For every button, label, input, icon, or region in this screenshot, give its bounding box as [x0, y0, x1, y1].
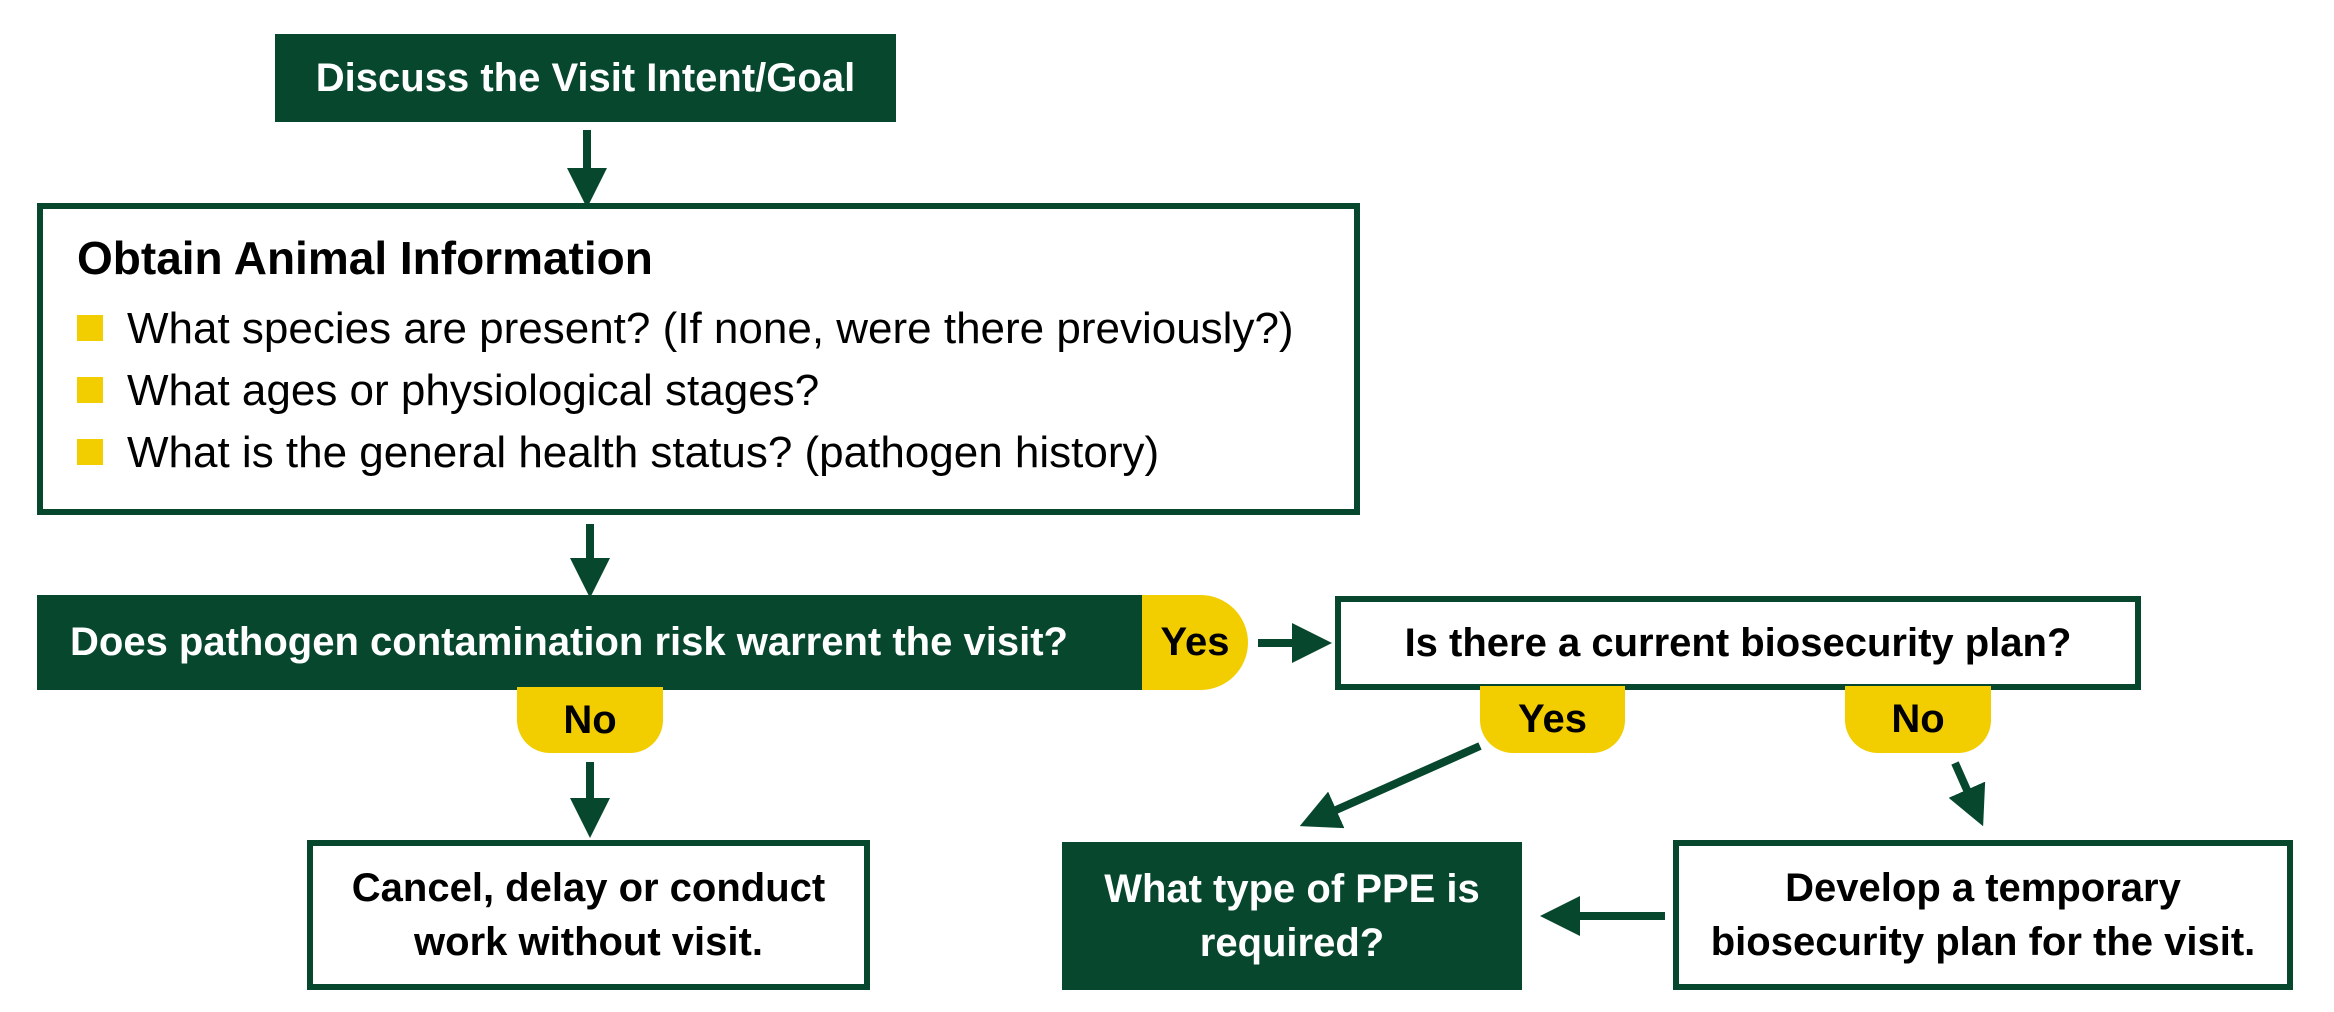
info-item-ages: What ages or physiological stages?	[127, 366, 820, 415]
risk-no-label: No	[517, 687, 663, 753]
info-item-health: What is the general health status? (path…	[127, 428, 1160, 477]
animal-information-box: Obtain Animal Information What species a…	[37, 203, 1360, 515]
risk-yes-text: Yes	[1160, 620, 1230, 664]
temporary-plan-line1: Develop a temporary	[1785, 866, 2181, 910]
risk-question-text: Does pathogen contamination risk warrent…	[70, 620, 1068, 664]
risk-no-text: No	[563, 697, 617, 742]
arrow-plan-yes-to-ppe	[1299, 742, 1482, 829]
ppe-required-line1: What type of PPE is	[1104, 867, 1480, 911]
temporary-plan-box: Develop a temporary biosecurity plan for…	[1673, 840, 2293, 990]
plan-no-label: No	[1845, 686, 1991, 753]
bullet-marker	[77, 377, 103, 403]
ppe-required-line2: required?	[1199, 921, 1385, 965]
info-item-species: What species are present? (If none, were…	[127, 304, 1294, 353]
biosecurity-plan-question-text: Is there a current biosecurity plan?	[1404, 620, 2072, 665]
plan-yes-label: Yes	[1480, 686, 1625, 753]
arrow-plan-no-to-temp	[1948, 761, 1986, 827]
temporary-plan-line2: biosecurity plan for the visit.	[1710, 920, 2256, 964]
plan-no-text: No	[1891, 697, 1945, 741]
biosecurity-plan-question-box: Is there a current biosecurity plan?	[1335, 596, 2141, 690]
cancel-visit-line2: work without visit.	[414, 920, 763, 964]
risk-yes-label: Yes	[1142, 595, 1248, 690]
bullet-marker	[77, 439, 103, 465]
discuss-visit-goal-box: Discuss the Visit Intent/Goal	[275, 34, 896, 122]
cancel-visit-line1: Cancel, delay or conduct	[351, 866, 826, 910]
plan-yes-text: Yes	[1518, 697, 1587, 741]
bullet-marker	[77, 315, 103, 341]
discuss-visit-goal-text: Discuss the Visit Intent/Goal	[315, 55, 856, 100]
ppe-required-box: What type of PPE is required?	[1062, 842, 1522, 990]
risk-question-box: Does pathogen contamination risk warrent…	[37, 595, 1147, 690]
cancel-visit-box: Cancel, delay or conduct work without vi…	[307, 840, 870, 990]
animal-information-heading: Obtain Animal Information	[77, 232, 653, 284]
